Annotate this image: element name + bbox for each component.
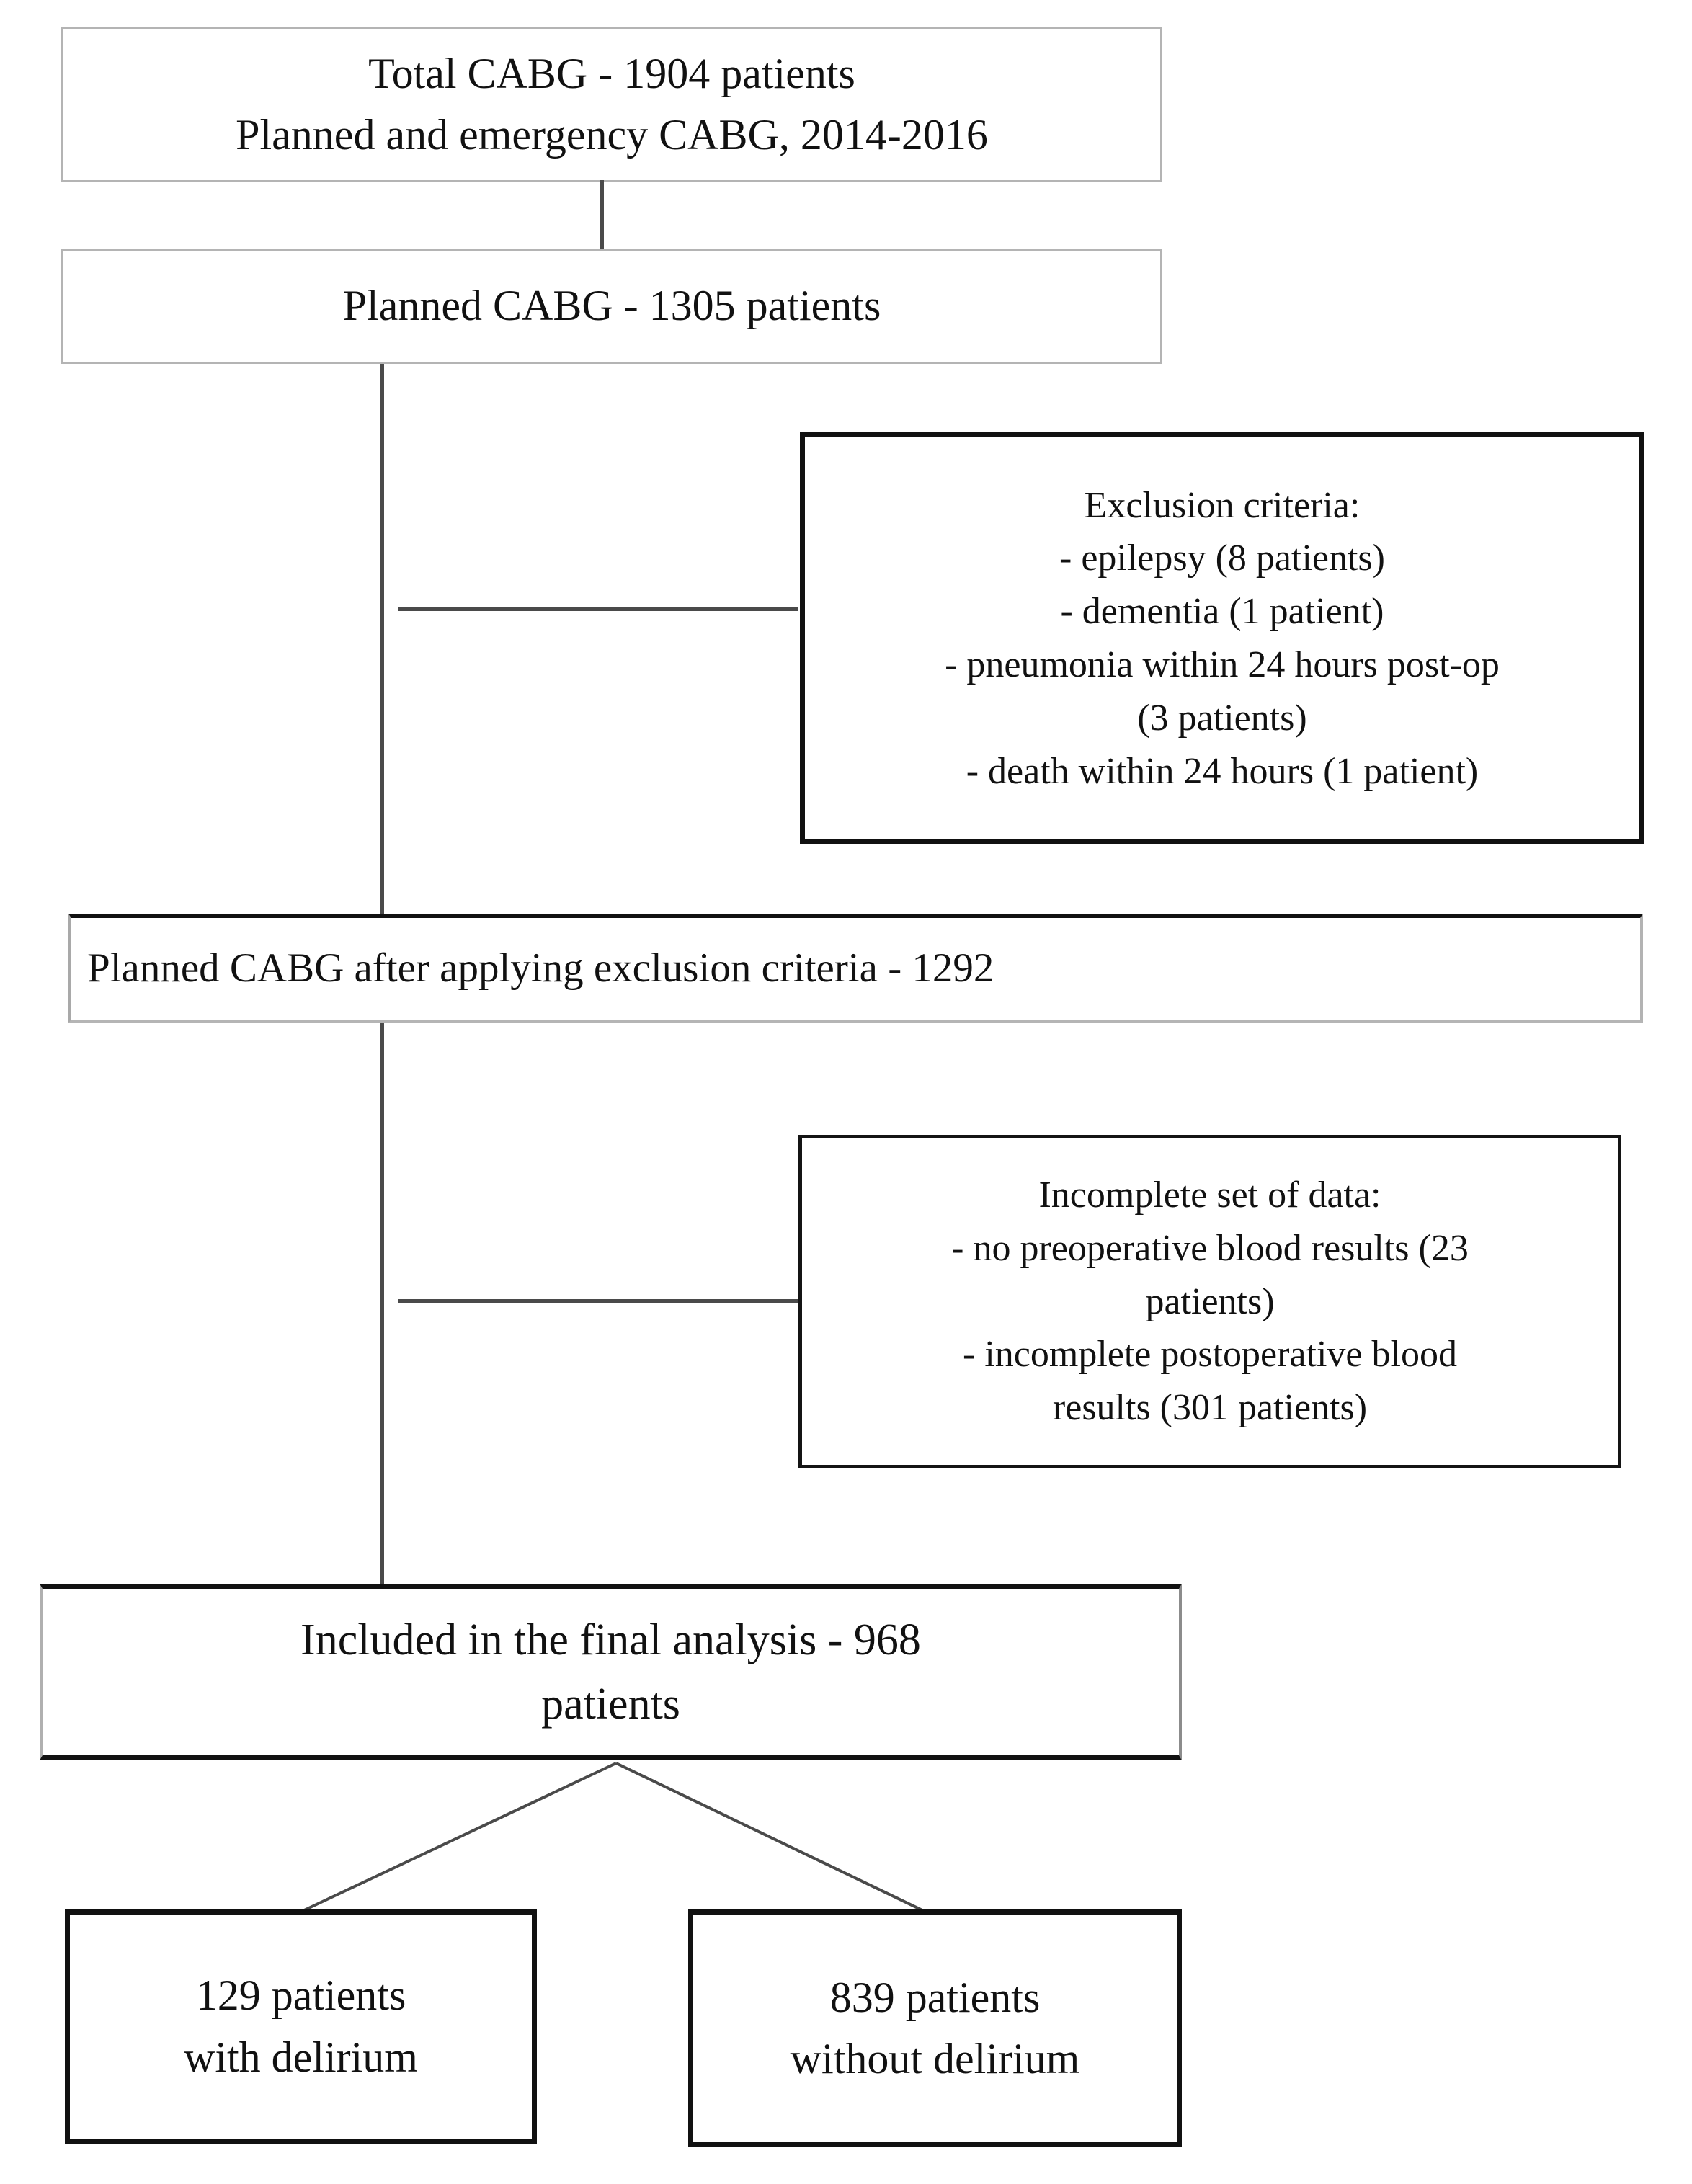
connector-to-with-delirium [302,1762,617,1912]
node-after-exclusion-label: Planned CABG after applying exclusion cr… [87,945,994,991]
node-exclusion-criteria: Exclusion criteria: - epilepsy (8 patien… [800,432,1644,844]
node-planned-cabg-label: Planned CABG - 1305 patients [342,282,881,330]
node-total-cabg: Total CABG - 1904 patients Planned and e… [61,27,1162,182]
connector-trunk-incomplete [380,1023,384,1585]
node-exclusion-criteria-label: Exclusion criteria: - epilepsy (8 patien… [945,484,1500,792]
connector-total-to-planned [600,180,604,251]
connector-to-without-delirium [615,1762,925,1912]
node-final-analysis: Included in the final analysis - 968 pat… [40,1584,1182,1760]
node-final-analysis-label: Included in the final analysis - 968 pat… [300,1615,921,1729]
node-incomplete-data: Incomplete set of data: - no preoperativ… [798,1135,1621,1468]
node-without-delirium: 839 patients without delirium [688,1909,1182,2147]
node-incomplete-data-label: Incomplete set of data: - no preoperativ… [951,1174,1469,1429]
node-planned-cabg: Planned CABG - 1305 patients [61,249,1162,364]
node-with-delirium: 129 patients with delirium [65,1909,537,2144]
node-with-delirium-label: 129 patients with delirium [184,1971,418,2081]
node-total-cabg-label: Total CABG - 1904 patients Planned and e… [236,49,988,159]
connector-trunk-exclusion [380,364,384,915]
connector-to-exclusion-box [398,607,798,611]
node-after-exclusion: Planned CABG after applying exclusion cr… [68,914,1643,1023]
node-without-delirium-label: 839 patients without delirium [790,1973,1080,2082]
connector-to-incomplete-box [398,1299,798,1303]
